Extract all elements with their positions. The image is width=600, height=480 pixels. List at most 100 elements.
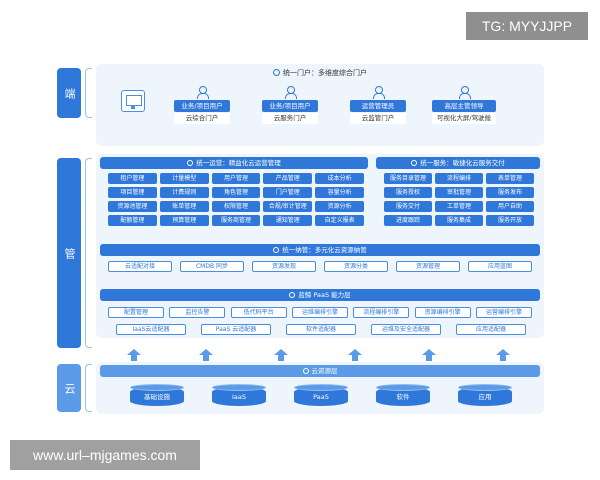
- cylinder-top: [458, 384, 512, 391]
- monitor-icon: [121, 90, 145, 112]
- paas-title: 蓝鲸 PaaS 能力层: [298, 291, 351, 299]
- ops-item: 资源池管理: [108, 201, 157, 212]
- paas-adapter-item: IaaS云适配器: [116, 324, 186, 335]
- paas-engine-item: 流程编排引擎: [353, 307, 410, 318]
- paas-engine-item: 运营编排引擎: [475, 307, 532, 318]
- service-header: 统一服务：敏捷化云服务交付: [376, 157, 540, 169]
- cloud-header: 云资源层: [100, 365, 540, 377]
- cylinder: IaaS: [212, 384, 266, 406]
- resource-icon: [273, 247, 280, 253]
- user-icon: [196, 86, 209, 99]
- arrow-up-icon: [496, 349, 510, 361]
- portal-panel: 统一门户：多维度综合门户 业务/项目用户 云综合门户 业务/项目用户 云服务门户…: [96, 64, 544, 146]
- service-item: 工单管理: [435, 201, 483, 212]
- paas-adapter-item: 运维及安全适配器: [371, 324, 441, 335]
- cylinder-top: [130, 384, 184, 391]
- resource-item: 资源管理: [396, 261, 460, 272]
- tier-cloud-label: 云: [63, 382, 76, 394]
- ops-item: 合规/审计管理: [263, 201, 313, 212]
- paas-row-engines: 配置管理监控告警低代码平台运维编排引擎流程编排引擎资源编排引擎运营编排引擎: [108, 307, 532, 318]
- paas-engine-item: 低代码平台: [230, 307, 287, 318]
- arrow-up-icon: [127, 349, 141, 361]
- service-grid: 服务目录管理流程编排表单管理服务授权审批管理服务发布服务交付工单管理用户自助进度…: [384, 173, 534, 226]
- service-item: 表单管理: [486, 173, 534, 184]
- cloud-title: 云资源层: [311, 367, 338, 375]
- cylinder-top: [212, 384, 266, 391]
- portal-card: 业务/项目用户 云综合门户: [174, 86, 230, 124]
- service-item: 服务授权: [384, 187, 432, 198]
- resource-title: 统一纳管：多元化云资源纳管: [282, 246, 367, 254]
- ops-item: 预算管理: [159, 215, 209, 226]
- service-item: 流程编排: [435, 173, 483, 184]
- portal-card-sub: 云监管门户: [350, 113, 406, 124]
- service-title: 统一服务：敏捷化云服务交付: [420, 159, 505, 167]
- ops-item: 配额管理: [108, 215, 157, 226]
- tier-edge-label: 端: [63, 87, 76, 99]
- ops-item: 账单管理: [159, 201, 209, 212]
- tier-cloud: 云: [57, 364, 81, 412]
- user-icon: [372, 86, 385, 99]
- ops-item: 自定义报表: [315, 215, 364, 226]
- ops-item: 成本分析: [315, 173, 364, 184]
- service-item: 进度跟踪: [384, 215, 432, 226]
- service-item: 用户自助: [486, 201, 534, 212]
- ops-item: 服务商管理: [211, 215, 261, 226]
- portal-card-role: 高层主管领导: [432, 100, 496, 112]
- resource-item: 资源分类: [324, 261, 388, 272]
- user-icon: [284, 86, 297, 99]
- cylinder-label: PaaS: [294, 387, 348, 406]
- portal-title-icon: [273, 69, 280, 76]
- user-icon: [458, 86, 471, 99]
- ops-item: 计量模型: [159, 173, 209, 184]
- resource-item: CMDB 同步: [180, 261, 244, 272]
- paas-adapter-item: 应用适配器: [456, 324, 526, 335]
- service-item: 服务集成: [435, 215, 483, 226]
- portal-card: 运营管理员 云监管门户: [350, 86, 406, 124]
- cylinder: PaaS: [294, 384, 348, 406]
- ops-item: 资源分析: [315, 201, 364, 212]
- ops-title: 统一运营：精益化云运营管理: [196, 159, 281, 167]
- portal-card-sub: 云服务门户: [262, 113, 318, 124]
- portal-card-role: 业务/项目用户: [262, 100, 318, 112]
- ops-item: 容量分析: [315, 187, 364, 198]
- ops-item: 计费规则: [159, 187, 209, 198]
- ops-header: 统一运营：精益化云运营管理: [100, 157, 368, 169]
- cylinder-label: 应用: [458, 387, 512, 406]
- portal-title-text: 统一门户：多维度综合门户: [283, 69, 367, 77]
- portal-title: 统一门户：多维度综合门户: [96, 68, 544, 78]
- ops-grid: 租户管理计量模型用户管理产品管理成本分析项目管理计费规则角色管理门户管理容量分析…: [108, 173, 364, 226]
- paas-adapter-item: PaaS 云适配器: [201, 324, 271, 335]
- portal-card: 高层主管领导 可视化大屏/驾驶舱: [432, 86, 496, 124]
- arrow-up-icon: [422, 349, 436, 361]
- ops-icon: [187, 160, 194, 166]
- resource-header: 统一纳管：多元化云资源纳管: [100, 244, 540, 256]
- tier-edge: 端: [57, 68, 81, 118]
- ops-item: 项目管理: [108, 187, 157, 198]
- ops-item: 门户管理: [263, 187, 313, 198]
- tier-manage: 管: [57, 158, 81, 348]
- portal-card-sub: 云综合门户: [174, 113, 230, 124]
- service-item: 服务发布: [486, 187, 534, 198]
- paas-engine-item: 运维编排引擎: [291, 307, 348, 318]
- resource-item: 云适配对接: [108, 261, 172, 272]
- cylinder-label: 基础设施: [130, 387, 184, 406]
- cylinder: 软件: [376, 384, 430, 406]
- paas-engine-item: 配置管理: [108, 307, 164, 318]
- ops-item: 角色管理: [211, 187, 261, 198]
- watermark-tag-top: TG: MYYJJPP: [466, 12, 588, 40]
- cylinder-top: [376, 384, 430, 391]
- cylinder-top: [294, 384, 348, 391]
- tier-cloud-brace: [85, 364, 92, 412]
- architecture-diagram: 端 管 云 统一门户：多维度综合门户 业务/项目用户 云综合门户 业务/项目用户…: [50, 62, 550, 420]
- service-item: 服务开放: [486, 215, 534, 226]
- resource-item: 应用蓝图: [468, 261, 532, 272]
- service-icon: [411, 160, 418, 166]
- cylinder: 基础设施: [130, 384, 184, 406]
- cylinder-label: IaaS: [212, 387, 266, 406]
- paas-engine-item: 资源编排引擎: [414, 307, 471, 318]
- portal-card-role: 业务/项目用户: [174, 100, 230, 112]
- ops-item: 租户管理: [108, 173, 157, 184]
- portal-card: 业务/项目用户 云服务门户: [262, 86, 318, 124]
- service-item: 服务交付: [384, 201, 432, 212]
